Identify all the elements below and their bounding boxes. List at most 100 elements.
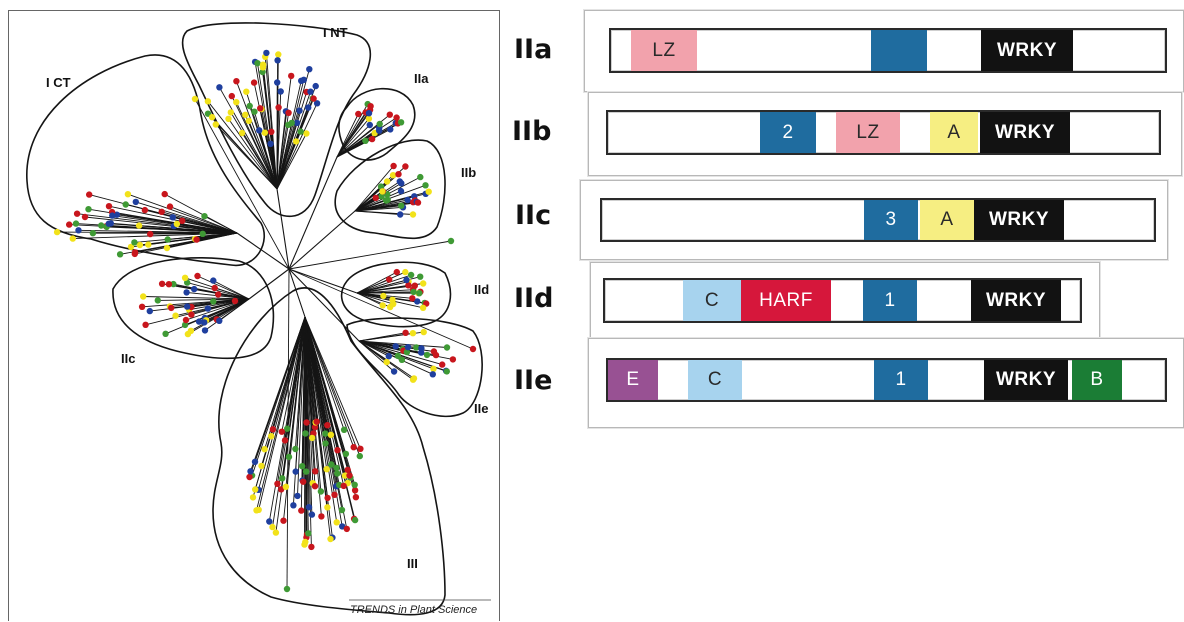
leaf-dot xyxy=(366,110,372,116)
leaf-dot xyxy=(408,272,414,278)
tree-branch xyxy=(269,317,305,522)
leaf-dot xyxy=(309,511,315,517)
domain-harf-iid: HARF xyxy=(741,280,831,321)
leaf-dot xyxy=(168,305,174,311)
leaf-dot xyxy=(201,213,207,219)
leaf-dot xyxy=(205,98,211,104)
leaf-dot xyxy=(268,433,274,439)
leaf-dot xyxy=(109,212,115,218)
leaf-dot xyxy=(209,114,215,120)
leaf-dot xyxy=(247,468,253,474)
leaf-dot xyxy=(448,238,454,244)
leaf-dot xyxy=(397,211,403,217)
leaf-dot xyxy=(341,427,347,433)
domain-1-iid: 1 xyxy=(863,280,917,321)
leaf-dot xyxy=(357,453,363,459)
leaf-dot xyxy=(263,50,269,56)
domain-wrky-iia: WRKY xyxy=(981,30,1073,71)
leaf-dot xyxy=(318,513,324,519)
leaf-dot xyxy=(140,293,146,299)
leaf-dot xyxy=(352,517,358,523)
leaf-dot xyxy=(285,110,291,116)
leaf-dot xyxy=(306,66,312,72)
domain-a-iib: A xyxy=(930,112,978,153)
leaf-dot xyxy=(355,111,361,117)
clade-label-iic: IIc xyxy=(121,351,135,366)
leaf-dot xyxy=(196,318,202,324)
leaf-dot xyxy=(420,305,426,311)
leaf-dot xyxy=(410,211,416,217)
leaf-dot xyxy=(411,375,417,381)
leaf-dot xyxy=(268,129,274,135)
leaf-dot xyxy=(334,447,340,453)
leaf-dot xyxy=(433,352,439,358)
leaf-dot xyxy=(383,197,389,203)
leaf-dot xyxy=(137,242,143,248)
leaf-dot xyxy=(379,188,385,194)
leaf-dot xyxy=(322,440,328,446)
leaf-dot xyxy=(275,51,281,57)
leaf-dot xyxy=(339,507,345,513)
domain-c-iid: C xyxy=(683,280,741,321)
leaf-dot xyxy=(399,357,405,363)
clade-label-ict: I CT xyxy=(46,75,71,90)
leaf-dot xyxy=(274,79,280,85)
leaf-dot xyxy=(284,426,290,432)
leaf-dot xyxy=(418,345,424,351)
leaf-dot xyxy=(267,141,273,147)
leaf-dot xyxy=(384,359,390,365)
leaf-dot xyxy=(344,526,350,532)
leaf-dot xyxy=(184,303,190,309)
leaf-dot xyxy=(390,172,396,178)
leaf-dot xyxy=(402,163,408,169)
leaf-dot xyxy=(373,195,379,201)
leaf-dot xyxy=(415,199,421,205)
leaf-dot xyxy=(216,318,222,324)
leaf-dot xyxy=(252,486,258,492)
leaf-dot xyxy=(430,371,436,377)
leaf-dot xyxy=(243,89,249,95)
tree-branch xyxy=(169,284,249,299)
leaf-dot xyxy=(202,327,208,333)
leaf-dot xyxy=(305,530,311,536)
leaf-dot xyxy=(210,298,216,304)
phylogenetic-tree: I NT I CT IIa IIb IIc IId IIe III TRENDS… xyxy=(9,11,501,622)
leaf-dot xyxy=(257,105,263,111)
leaf-dot xyxy=(228,109,234,115)
domain-wrky-iib: WRKY xyxy=(980,112,1070,153)
leaf-dot xyxy=(286,454,292,460)
clade-label-iid: IId xyxy=(474,282,489,297)
leaf-dot xyxy=(86,191,92,197)
leaf-dot xyxy=(288,73,294,79)
domain-wrky-iic: WRKY xyxy=(974,200,1064,240)
leaf-dot xyxy=(417,174,423,180)
leaf-dot xyxy=(293,468,299,474)
row-label-iic: IIc xyxy=(515,202,551,229)
phylogenetic-tree-panel: I NT I CT IIa IIb IIc IId IIe III TRENDS… xyxy=(8,10,500,621)
row-label-iia: IIa xyxy=(514,36,552,63)
leaf-dot xyxy=(273,529,279,535)
row-label-iib: IIb xyxy=(512,118,551,145)
leaf-dot xyxy=(387,126,393,132)
leaf-dot xyxy=(424,352,430,358)
leaf-dot xyxy=(390,301,396,307)
leaf-dot xyxy=(331,492,337,498)
domain-unlabeled-iia xyxy=(871,30,927,71)
leaf-dot xyxy=(274,481,280,487)
leaf-dot xyxy=(416,290,422,296)
leaf-dot xyxy=(183,317,189,323)
leaf-dot xyxy=(251,109,257,115)
domain-wrky-iid: WRKY xyxy=(971,280,1061,321)
leaf-dot xyxy=(393,114,399,120)
leaf-dot xyxy=(253,507,259,513)
leaf-dot xyxy=(213,121,219,127)
leaf-dot xyxy=(254,60,260,66)
tree-branch xyxy=(277,189,289,269)
leaf-dot xyxy=(133,199,139,205)
leaf-dot xyxy=(303,419,309,425)
leaf-dot xyxy=(132,251,138,257)
leaf-dot xyxy=(106,203,112,209)
